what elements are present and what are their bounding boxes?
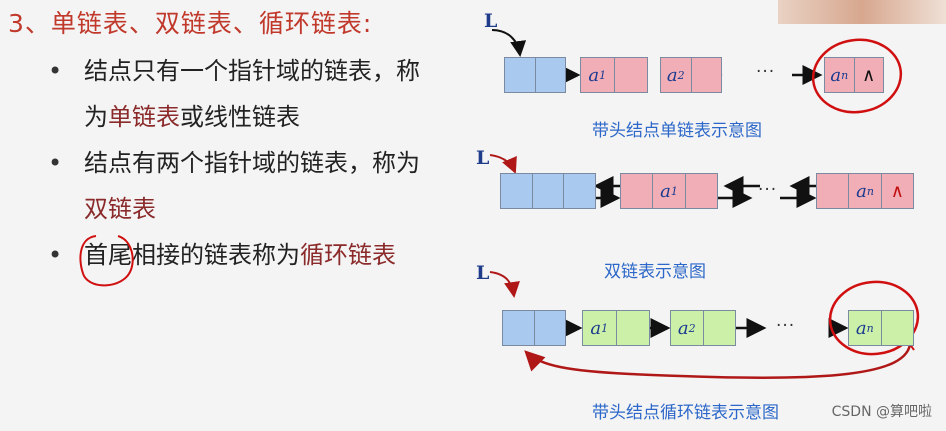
slide-title: 3、单链表、双链表、循环链表: [8,9,373,38]
bullet-single: • 结点只有一个指针域的链表，称 为单链表或线性链表 [48,48,470,140]
bullet-circular: • 首尾相接的链表称为循环链表 [48,232,470,278]
ellipsis: ··· [758,180,778,200]
head-pointer-label: L [484,10,498,32]
webcam-thumbnail [778,0,946,24]
bullet-text: 结点只有一个指针域的链表，称 [84,57,420,85]
bullet-dot: • [48,241,63,269]
ellipsis: ··· [756,62,776,82]
watermark: CSDN @算吧啦 [831,404,932,420]
bullet-text: 首尾相接的链表称为循环链表 [84,241,396,269]
caption-single: 带头结点单链表示意图 [592,121,762,141]
bullet-double: • 结点有两个指针域的链表，称为 双链表 [48,140,470,232]
null-pointer: ∧ [862,64,876,86]
head-pointer-label: L [476,262,490,284]
head-pointer-label: L [476,147,490,169]
null-pointer: ∧ [890,180,904,202]
bullet-text-line2: 为单链表或线性链表 [84,103,300,131]
term-double-list: 双链表 [84,195,156,223]
head-node [500,173,596,209]
term-circular-list: 循环链表 [300,241,396,269]
caption-circular: 带头结点循环链表示意图 [592,403,779,423]
head-node [504,57,566,93]
bullet-text: 结点有两个指针域的链表，称为 [84,149,420,177]
caption-double: 双链表示意图 [604,262,706,282]
head-node [502,310,566,346]
ellipsis: ··· [776,316,796,336]
term-single-list: 单链表 [108,103,180,131]
bullet-list: • 结点只有一个指针域的链表，称 为单链表或线性链表 • 结点有两个指针域的链表… [48,48,470,278]
bullet-dot: • [48,57,63,85]
bullet-dot: • [48,149,63,177]
